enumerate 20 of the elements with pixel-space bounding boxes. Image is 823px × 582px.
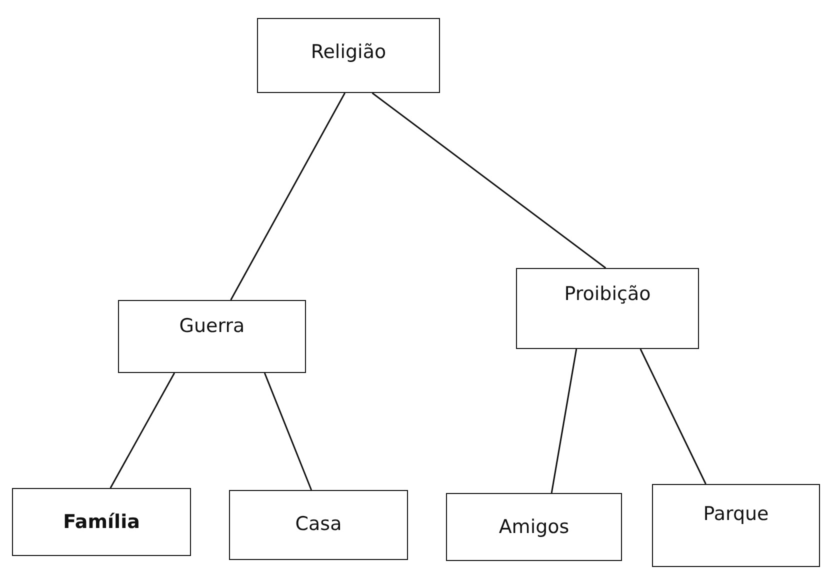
node-label: Religião <box>310 41 386 65</box>
connector-line <box>110 372 176 488</box>
node-label: Família <box>63 511 140 535</box>
node-label: Proibição <box>564 283 651 307</box>
connector-line <box>640 348 706 484</box>
node-label: Guerra <box>179 315 245 339</box>
node-label: Casa <box>295 513 342 537</box>
concept-box <box>257 18 440 93</box>
connector-line <box>230 92 346 300</box>
node-label: Amigos <box>498 516 570 540</box>
concept-box <box>229 490 408 560</box>
node-label: Parque <box>703 503 769 527</box>
connector-line <box>264 372 312 490</box>
concept-box <box>652 484 820 567</box>
concept-box <box>12 488 191 556</box>
concept-box <box>516 268 699 349</box>
concept-box <box>446 493 622 561</box>
concept-box <box>118 300 306 373</box>
connector-line <box>550 348 578 494</box>
connector-line <box>372 92 606 269</box>
